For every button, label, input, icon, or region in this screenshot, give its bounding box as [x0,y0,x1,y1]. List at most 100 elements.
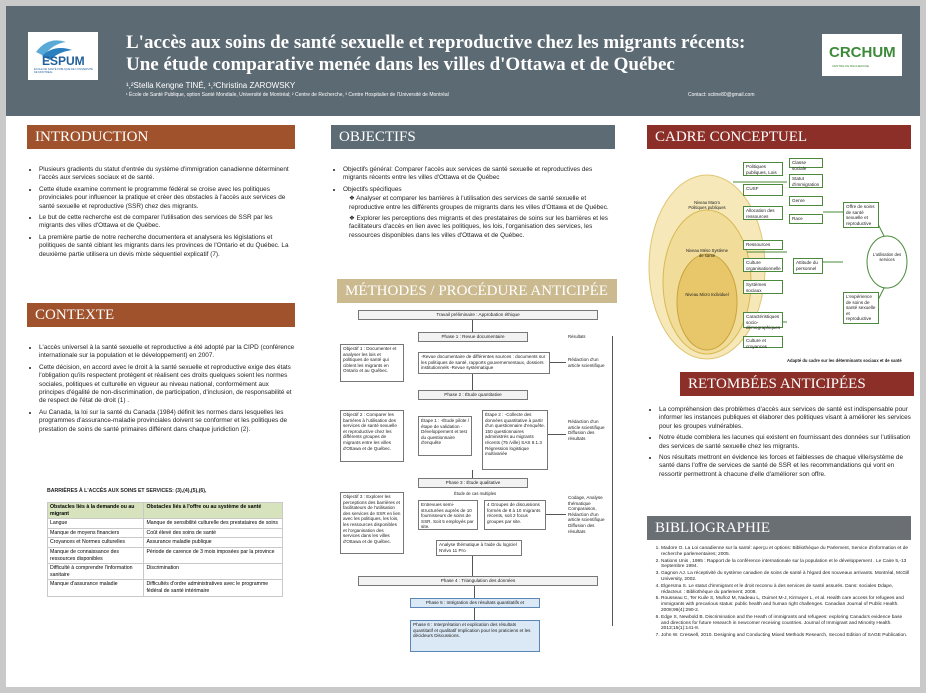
reference-item: Gagnon AJ. La réceptivité du système can… [661,571,911,583]
flow-phase3: Phase 3 : Étude qualitative [418,478,528,488]
espum-logo-subtext: ÉCOLE DE SANTÉ PUBLIQUE DE L'UNIVERSITÉ … [34,68,93,74]
introduction-item: Cette étude examine comment le programme… [39,186,295,211]
methods-flowchart: Travail préliminaire : Approbation éthiq… [336,306,626,676]
reference-item: Madore O. La Loi canadienne sur la santé… [661,546,911,558]
flow-etape1: Étape 1 : -Étude pilote / étape de valid… [418,416,472,456]
reference-item: Elgersma S. Le statut d'immigrant et le … [661,584,911,596]
flow-arrow [472,470,473,478]
table-cell: Discrimination [143,563,283,581]
flow-codage: Codage, Analyse thématique Comparaison, … [566,494,608,544]
flow-redaction1: Rédaction d'un article scientifique [566,356,608,376]
table-cell: Langue [46,518,145,529]
retombees-body: La compréhension des problèmes d'accès a… [647,406,911,482]
conceptual-diagram-graphic [648,174,908,360]
flow-connector [612,336,613,626]
retombees-item: La compréhension des problèmes d'accès a… [659,406,911,431]
table-row: Manque de connaissance des ressources di… [46,546,283,565]
methodes-heading: MÉTHODES / PROCÉDURE ANTICIPÉE [337,279,617,303]
flow-phase1: Phase 1 : Revue documentaire [418,332,528,342]
flow-phase6: Phase 6 : Interprétation et explication … [410,620,540,652]
flow-arrow [472,556,473,576]
table-cell: Assurance maladie publique [143,537,283,548]
cadre-box: Race [789,214,823,224]
cadre-box: Politiques publiques, Lois [743,162,783,176]
cadre-box: CUSF [743,184,783,196]
contexte-body: L'accès universel à la santé sexuelle et… [27,344,295,437]
contexte-item: L'accès universel à la santé sexuelle et… [39,344,295,361]
table-cell: Difficulté à comprendre l'information sa… [46,563,145,581]
flow-phase5: Phase 5 : Intégration des résultats quan… [410,598,540,608]
cadre-box: Culture et croyances [743,336,783,349]
barriers-table-caption: BARRIÈRES À L'ACCÈS AUX SOINS ET SERVICE… [47,488,207,494]
cadre-box: Ressources [743,240,783,250]
table-cell: Manque de moyens financiers [46,527,145,539]
reference-item: Edge S, Newbold B. Discrimination and th… [661,615,911,632]
flow-redaction2: Rédaction d'un article scientifique Diff… [566,418,608,454]
flow-obj1: Objectif 1 : Documenter et analyser les … [340,344,404,382]
flow-groupes: 4 Groupes de discussions formés de 8 à 1… [484,500,546,530]
crchum-logo-text: CRCHUM [829,44,896,61]
retombees-item: Nos résultats mettront en évidence les f… [659,454,911,479]
cadre-meso: Niveau Méso Système de santé [686,248,728,258]
barriers-table-header: Obstacles liés à l'offre ou au système d… [143,501,283,520]
introduction-item: Plusieurs gradients du statut d'entrée d… [39,166,295,183]
cadre-box: Allocation des ressources [743,206,783,220]
cadre-micro: Niveau Micro Individuel [685,292,729,297]
flow-phase2: Phase 2 : Étude quantitative [418,390,528,400]
cadre-box: Culture organisationnelle [743,258,783,272]
objectif-specifique-text: Explorer les perceptions des migrants et… [349,215,608,239]
cadre-box: Genre [789,196,823,206]
barriers-table: Obstacles liés à la demande ou au migran… [46,501,283,597]
flow-arrow [472,374,473,390]
conceptual-diagram: Niveau Macro Politiques publiques Niveau… [647,152,911,368]
cadre-macro: Niveau Macro Politiques publiques [688,200,726,210]
objectifs-specifiques-label: Objectifs spécifiques [343,186,615,194]
cadre-box: Attitude du personnel [793,258,823,274]
introduction-item: Le but de cette recherche est de compare… [39,214,295,231]
contexte-item: Au Canada, la loi sur la santé du Canada… [39,409,295,434]
bibliographie-heading: BIBLIOGRAPHIE [647,516,911,540]
espum-logo-text: ESPUM [42,54,85,68]
flow-obj2: Objectif 2 : Comparer les barrières à l'… [340,410,404,462]
retombees-heading: RETOMBÉES ANTICIPÉES [680,372,914,396]
introduction-heading: INTRODUCTION [27,125,295,149]
poster-authors: ¹,²Stella Kengne TINÉ, ¹,³Christina ZARO… [126,81,296,90]
diamond-bullet-icon: ❖ [349,195,357,203]
table-row: Difficulté à comprendre l'information sa… [46,563,283,581]
contexte-item: Cette décision, en accord avec le droit … [39,364,295,406]
cadre-utilisation: L'utilisation des services [872,252,902,262]
retombees-item: Notre étude comblera les lacunes qui exi… [659,434,911,451]
objectif-specifique-text: Analyser et comparer les barrières à l'u… [349,195,609,211]
objectifs-heading: OBJECTIFS [331,125,615,149]
poster-contact: Contact: sctine80@gmail.com [688,92,755,98]
cadre-box: Systèmes sociaux [743,280,783,294]
poster: ESPUM ÉCOLE DE SANTÉ PUBLIQUE DE L'UNIVE… [6,6,920,687]
flow-analyse: Analyse thématique à l'aide du logiciel … [436,540,522,556]
barriers-table-header: Obstacles liés à la demande ou au migran… [46,501,145,520]
flow-phase4: Phase 4 : Triangulation des données [358,576,598,586]
poster-affiliations: ¹ École de Santé Publique, option Santé … [126,92,449,98]
flow-arrow [474,586,475,598]
table-cell: Difficultés d'ordre administratives avec… [143,579,283,597]
reference-item: Nations Unis , 1995 : Rapport de la conf… [661,559,911,571]
flow-arrow [474,608,475,620]
flow-revue: -Revue documentaire de différentes sourc… [418,352,550,374]
flow-etape2: Étape 2 : -Collecte des données quantita… [482,410,548,470]
table-cell: Manque de sensibilité culturelle des pre… [143,518,283,529]
table-cell: Croyances et Normes culturelles [46,537,145,548]
objectif-specifique: ❖ Analyser et comparer les barrières à l… [349,195,615,212]
cadre-box: Caractéristiques socio-démographiques [743,312,783,330]
flow-arrow [472,320,473,332]
poster-title-line2: Une étude comparative menée dans les vil… [126,54,675,75]
table-cell: Manque d'assurance maladie [46,579,145,597]
flow-travail: Travail préliminaire : Approbation éthiq… [358,310,598,320]
cadre-box: Statut d'immigration [789,174,823,188]
objectifs-general: Objectifs général: Comparer l'accès aux … [343,166,615,183]
espum-logo-graphic [36,40,72,60]
cadre-box: L'expérience de soins de santé sexuelle … [843,292,879,324]
flow-entrevues: Entrevues semi-structurées auprès de 10 … [418,500,478,530]
flow-obj3: Objectif 3 : Explorer les perceptions de… [340,492,404,554]
